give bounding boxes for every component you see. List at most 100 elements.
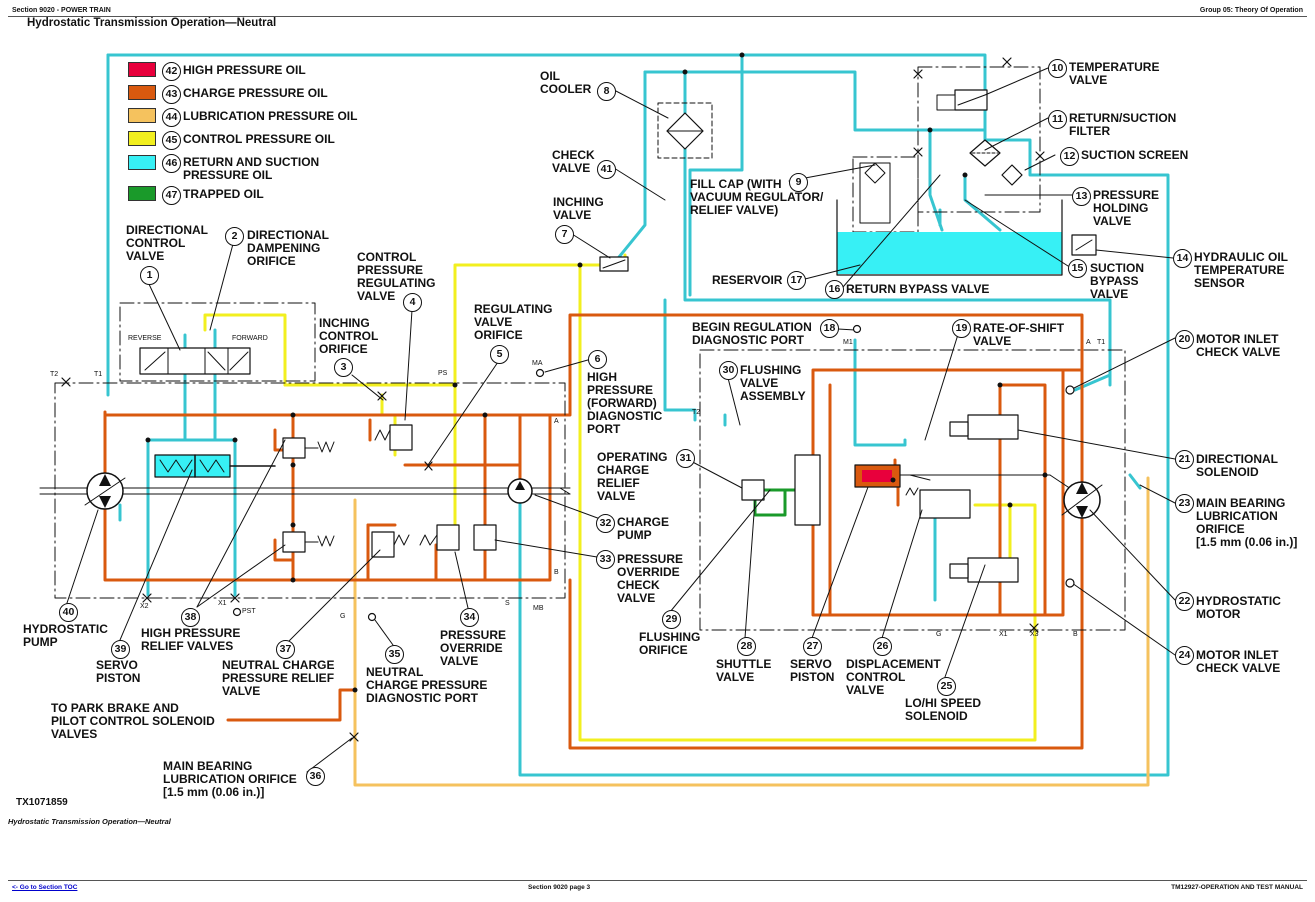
- callout-num-18: 18: [820, 319, 839, 338]
- legend-label-control: CONTROL PRESSURE OIL: [183, 132, 335, 146]
- port-t1-left: T1: [94, 371, 103, 378]
- callout-label-39: SERVO PISTON: [96, 658, 141, 685]
- callout-num-41: 41: [597, 160, 616, 179]
- callout-num-19: 19: [952, 319, 971, 338]
- callout-label-7: INCHING VALVE: [553, 195, 604, 222]
- callout-num-6: 6: [588, 350, 607, 369]
- port-s: S: [505, 600, 510, 607]
- callout-num-39: 39: [111, 640, 130, 659]
- charge-pressure-lines: [103, 313, 1084, 750]
- port-b-left: B: [554, 569, 559, 576]
- callout-label-24: MOTOR INLET CHECK VALVE: [1196, 648, 1281, 675]
- callout-label-12: SUCTION SCREEN: [1081, 148, 1189, 162]
- port-reverse: REVERSE: [128, 335, 162, 342]
- callout-num-16: 16: [825, 280, 844, 299]
- reservoir-oil: [837, 232, 1062, 274]
- valve-symbols: [282, 414, 1019, 583]
- callout-num-4: 4: [403, 293, 422, 312]
- legend-num-47: 47: [162, 186, 181, 205]
- port-ma: MA: [532, 360, 543, 367]
- callout-num-30: 30: [719, 361, 738, 380]
- callout-num-40: 40: [59, 603, 78, 622]
- callout-label-19: RATE-OF-SHIFT VALVE: [973, 321, 1065, 348]
- callout-num-20: 20: [1175, 330, 1194, 349]
- callout-label-36: MAIN BEARING LUBRICATION ORIFICE [1.5 mm…: [163, 759, 297, 799]
- callout-num-33: 33: [596, 550, 615, 569]
- figure-id: TX1071859: [16, 797, 68, 808]
- callout-label-31: OPERATING CHARGE RELIEF VALVE: [597, 450, 668, 503]
- callout-num-34: 34: [460, 608, 479, 627]
- callout-num-36: 36: [306, 767, 325, 786]
- callout-label-3: INCHING CONTROL ORIFICE: [319, 316, 379, 356]
- callout-label-2: DIRECTIONAL DAMPENING ORIFICE: [247, 228, 329, 268]
- port-g-right: G: [936, 631, 942, 638]
- pump-servo-piston-symbol: [154, 454, 231, 478]
- callout-num-24: 24: [1175, 646, 1194, 665]
- callout-num-7: 7: [555, 225, 574, 244]
- legend-num-44: 44: [162, 108, 181, 127]
- footer-manual: TM12927-OPERATION AND TEST MANUAL: [1171, 884, 1303, 891]
- callout-label-40: HYDROSTATIC PUMP: [23, 622, 108, 649]
- callout-num-12: 12: [1060, 147, 1079, 166]
- callout-label-5: REGULATING VALVE ORIFICE: [474, 302, 553, 342]
- callout-label-23: MAIN BEARING LUBRICATION ORIFICE [1.5 mm…: [1196, 496, 1298, 549]
- callout-num-13: 13: [1072, 187, 1091, 206]
- callout-leaders: [66, 67, 1176, 773]
- callout-label-32: CHARGE PUMP: [617, 515, 670, 542]
- legend-swatch-lube: [128, 108, 156, 123]
- legend-num-42: 42: [162, 62, 181, 81]
- callout-num-31: 31: [676, 449, 695, 468]
- callout-num-11: 11: [1048, 110, 1067, 129]
- diagnostic-ports: [232, 324, 1075, 622]
- port-pst: PST: [242, 608, 256, 615]
- legend-swatch-trapped: [128, 186, 156, 201]
- callout-num-9: 9: [789, 173, 808, 192]
- go-to-toc-link[interactable]: <- Go to Section TOC: [12, 884, 78, 891]
- charge-pump-symbol: [507, 478, 533, 504]
- legend-label-lube: LUBRICATION PRESSURE OIL: [183, 109, 358, 123]
- callout-label-15: SUCTION BYPASS VALVE: [1090, 261, 1144, 301]
- callout-label-25: LO/HI SPEED SOLENOID: [905, 696, 982, 723]
- callout-num-15: 15: [1068, 259, 1087, 278]
- legend-num-43: 43: [162, 85, 181, 104]
- callout-num-28: 28: [737, 637, 756, 656]
- callout-label-37: NEUTRAL CHARGE PRESSURE RELIEF VALVE: [222, 658, 335, 698]
- callout-label-8: OIL COOLER: [540, 69, 592, 96]
- callout-label-35: NEUTRAL CHARGE PRESSURE DIAGNOSTIC PORT: [366, 665, 488, 705]
- port-t2-mid: T2: [692, 409, 701, 416]
- callout-label-34: PRESSURE OVERRIDE VALVE: [440, 628, 507, 668]
- callout-num-21: 21: [1175, 450, 1194, 469]
- callout-num-5: 5: [490, 345, 509, 364]
- group-header: Group 05: Theory Of Operation: [1199, 7, 1303, 14]
- callout-label-26: DISPLACEMENT CONTROL VALVE: [846, 657, 941, 697]
- callout-label-9: FILL CAP (WITH VACUUM REGULATOR/ RELIEF …: [690, 177, 824, 217]
- port-g-left: G: [340, 613, 346, 620]
- callout-num-37: 37: [276, 640, 295, 659]
- legend-label-trapped: TRAPPED OIL: [183, 187, 264, 201]
- callout-label-6: HIGH PRESSURE (FORWARD) DIAGNOSTIC PORT: [587, 370, 663, 436]
- port-x1-right: X1: [999, 631, 1008, 638]
- callout-label-14: HYDRAULIC OIL TEMPERATURE SENSOR: [1194, 250, 1288, 290]
- callout-num-27: 27: [803, 637, 822, 656]
- callout-num-32: 32: [596, 514, 615, 533]
- legend-num-45: 45: [162, 131, 181, 150]
- callout-num-10: 10: [1048, 59, 1067, 78]
- callout-label-30: FLUSHING VALVE ASSEMBLY: [740, 363, 806, 403]
- legend-swatch-return: [128, 155, 156, 170]
- port-x2: X2: [140, 603, 149, 610]
- header-divider: [8, 16, 1307, 17]
- callout-num-38: 38: [181, 608, 200, 627]
- callout-num-2: 2: [225, 227, 244, 246]
- port-t1-right: T1: [1097, 339, 1106, 346]
- callout-num-23: 23: [1175, 494, 1194, 513]
- figure-caption: Hydrostatic Transmission Operation—Neutr…: [8, 817, 171, 826]
- legend-label-high: HIGH PRESSURE OIL: [183, 63, 306, 77]
- callout-num-1: 1: [140, 266, 159, 285]
- callout-label-33: PRESSURE OVERRIDE CHECK VALVE: [617, 552, 684, 605]
- callout-label-41: CHECK VALVE: [552, 148, 595, 175]
- callout-num-3: 3: [334, 358, 353, 377]
- directional-control-valve-symbol: [139, 347, 251, 375]
- callout-num-14: 14: [1173, 249, 1192, 268]
- park-brake-label: TO PARK BRAKE AND PILOT CONTROL SOLENOID…: [51, 701, 215, 741]
- callout-label-16: RETURN BYPASS VALVE: [846, 282, 990, 296]
